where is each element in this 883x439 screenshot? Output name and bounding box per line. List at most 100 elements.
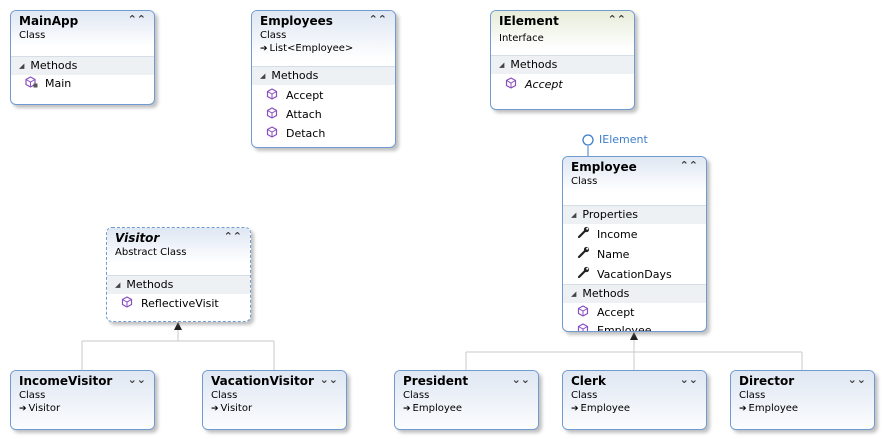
method-cube-icon	[262, 126, 282, 142]
methods-section-header[interactable]: ◢ Methods	[107, 275, 250, 294]
employee-class-box[interactable]: Employee Class ⌃⌃ ◢ Properties Income Nam…	[562, 156, 707, 332]
property-item[interactable]: Income	[563, 224, 706, 244]
property-item[interactable]: VacationDays	[563, 264, 706, 284]
method-label: Accept	[525, 78, 563, 91]
method-item[interactable]: ReflectiveVisit	[107, 294, 250, 313]
class-stereotype: Class	[571, 390, 598, 401]
method-label: Accept	[286, 89, 324, 102]
class-header: IElement Interface ⌃⌃	[491, 11, 634, 49]
class-header: Visitor Abstract Class ⌃⌃	[107, 228, 250, 263]
base-type-label: List<Employee>	[269, 43, 354, 54]
class-header: MainApp Class ⌃⌃	[11, 11, 154, 46]
section-label: Methods	[510, 58, 558, 71]
ielement-interface-box[interactable]: IElement Interface ⌃⌃ ◢ Methods Accept	[490, 10, 635, 110]
property-label: Name	[597, 247, 630, 261]
employees-class-box[interactable]: Employees Class ➔List<Employee> ⌃⌃ ◢ Meth…	[251, 10, 396, 148]
base-type: ➔Visitor	[19, 402, 148, 416]
class-stereotype: Class	[19, 390, 46, 401]
properties-section-header[interactable]: ◢ Properties	[563, 205, 706, 224]
method-item[interactable]: Attach	[252, 105, 395, 124]
section-label: Methods	[582, 287, 630, 300]
class-stereotype: Interface	[499, 33, 544, 44]
section-collapse-icon[interactable]: ◢	[571, 211, 577, 219]
collapse-icon[interactable]: ⌃⌃	[679, 159, 698, 172]
mainapp-class-box[interactable]: MainApp Class ⌃⌃ ◢ Methods Main	[10, 10, 155, 105]
president-class-box[interactable]: President Class ➔Employee ⌄⌄	[394, 370, 539, 430]
inherits-arrow-icon: ➔	[739, 404, 747, 414]
expand-icon[interactable]: ⌄⌄	[127, 373, 146, 386]
section-label: Methods	[30, 59, 78, 72]
base-type: ➔Employee	[739, 402, 868, 416]
inherits-arrow-icon: ➔	[403, 404, 411, 414]
base-type-label: Employee	[580, 403, 631, 414]
base-type-label: Employee	[748, 403, 799, 414]
visitor-inheritance-arrow	[174, 322, 182, 330]
section-label: Methods	[126, 278, 174, 291]
collapse-icon[interactable]: ⌃⌃	[607, 13, 626, 26]
property-label: VacationDays	[597, 267, 672, 281]
methods-section-header[interactable]: ◢ Methods	[491, 55, 634, 74]
property-label: Income	[597, 227, 638, 241]
class-header: President Class ➔Employee ⌄⌄	[395, 371, 538, 429]
class-header: Clerk Class ➔Employee ⌄⌄	[563, 371, 706, 429]
class-stereotype: Class	[211, 390, 238, 401]
class-header: VacationVisitor Class ➔Visitor ⌄⌄	[203, 371, 346, 429]
section-label: Methods	[271, 69, 319, 82]
method-cube-icon	[21, 76, 41, 92]
class-name: Employees	[260, 14, 333, 28]
inherits-arrow-icon: ➔	[19, 404, 27, 414]
expand-icon[interactable]: ⌄⌄	[679, 373, 698, 386]
director-class-box[interactable]: Director Class ➔Employee ⌄⌄	[730, 370, 875, 430]
class-name: Director	[739, 374, 795, 388]
property-item[interactable]: Name	[563, 244, 706, 264]
class-header: Employees Class ➔List<Employee> ⌃⌃	[252, 11, 395, 60]
employee-inheritance-lines	[465, 340, 803, 370]
class-name: IElement	[499, 14, 559, 28]
section-collapse-icon[interactable]: ◢	[19, 62, 25, 70]
method-item[interactable]: Accept	[252, 85, 395, 105]
collapse-icon[interactable]: ⌃⌃	[368, 13, 387, 26]
method-cube-icon	[262, 88, 282, 104]
method-item[interactable]: Main	[11, 75, 154, 93]
expand-icon[interactable]: ⌄⌄	[319, 373, 338, 386]
base-type-label: Employee	[412, 403, 463, 414]
visitor-abstract-class-box[interactable]: Visitor Abstract Class ⌃⌃ ◢ Methods Refle…	[106, 227, 251, 322]
inherits-arrow-icon: ➔	[571, 404, 579, 414]
section-label: Properties	[582, 208, 638, 221]
class-name: Clerk	[571, 374, 606, 388]
method-item[interactable]: Employee	[563, 322, 706, 332]
method-cube-icon	[573, 305, 593, 321]
method-label: Employee	[597, 324, 652, 332]
class-name: VacationVisitor	[211, 374, 314, 388]
base-type: ➔List<Employee>	[260, 42, 389, 56]
section-collapse-icon[interactable]: ◢	[499, 61, 505, 69]
method-label: Attach	[286, 108, 322, 121]
methods-section-header[interactable]: ◢ Methods	[11, 56, 154, 75]
clerk-class-box[interactable]: Clerk Class ➔Employee ⌄⌄	[562, 370, 707, 430]
methods-section-header[interactable]: ◢ Methods	[563, 284, 706, 303]
class-name: MainApp	[19, 14, 79, 28]
incomevisitor-class-box[interactable]: IncomeVisitor Class ➔Visitor ⌄⌄	[10, 370, 155, 430]
class-stereotype: Abstract Class	[115, 247, 187, 258]
class-name: President	[403, 374, 469, 388]
section-collapse-icon[interactable]: ◢	[260, 72, 266, 80]
method-item[interactable]: Accept	[563, 303, 706, 322]
expand-icon[interactable]: ⌄⌄	[511, 373, 530, 386]
class-name: Visitor	[115, 231, 160, 245]
methods-section-header[interactable]: ◢ Methods	[252, 66, 395, 85]
section-collapse-icon[interactable]: ◢	[571, 290, 577, 298]
collapse-icon[interactable]: ⌃⌃	[223, 230, 242, 243]
section-collapse-icon[interactable]: ◢	[115, 281, 121, 289]
vacationvisitor-class-box[interactable]: VacationVisitor Class ➔Visitor ⌄⌄	[202, 370, 347, 430]
method-label: Detach	[286, 127, 326, 140]
class-name: Employee	[571, 160, 637, 174]
class-header: Employee Class ⌃⌃	[563, 157, 706, 192]
class-header: IncomeVisitor Class ➔Visitor ⌄⌄	[11, 371, 154, 429]
method-item[interactable]: Accept	[491, 74, 634, 94]
collapse-icon[interactable]: ⌃⌃	[127, 13, 146, 26]
class-header: Director Class ➔Employee ⌄⌄	[731, 371, 874, 429]
method-item[interactable]: Detach	[252, 124, 395, 143]
employee-inheritance-arrow	[630, 332, 638, 340]
method-label: ReflectiveVisit	[141, 297, 219, 310]
expand-icon[interactable]: ⌄⌄	[847, 373, 866, 386]
